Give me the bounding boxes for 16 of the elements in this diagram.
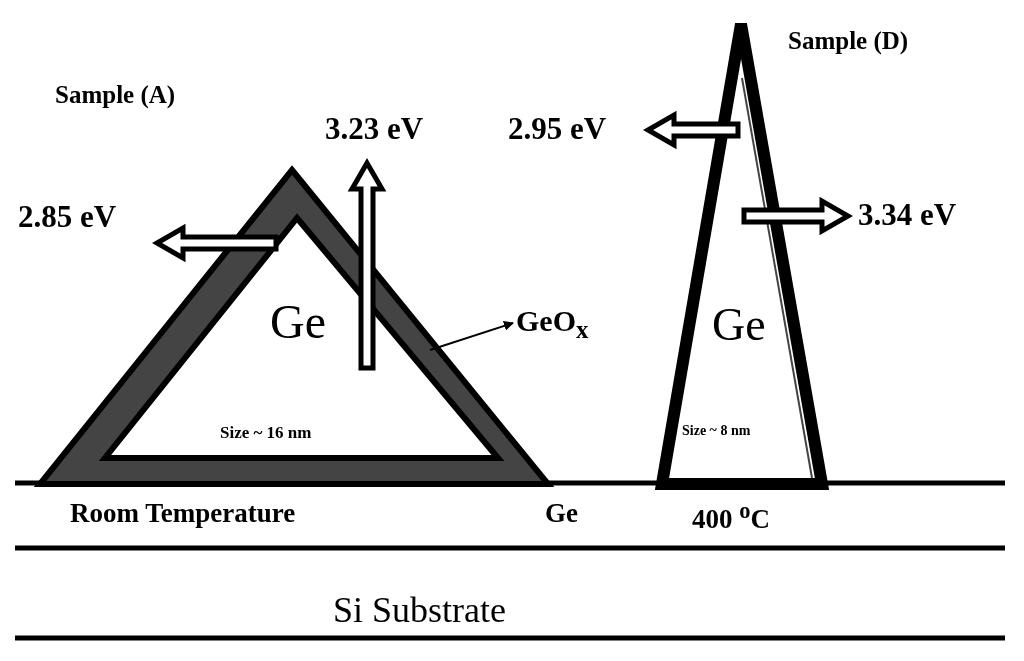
material-label: Ge [712, 302, 766, 348]
material-label: Ge [270, 298, 326, 346]
material-label: GeO$_{x}$ [516, 306, 589, 342]
energy-label: 3.34 eV [858, 199, 957, 230]
sample-title: Sample (D) [788, 28, 909, 53]
leader-line [429, 321, 514, 351]
layer-label: Ge [545, 500, 578, 527]
condition-label: 400 $^{o}$C [692, 500, 770, 533]
substrate-label: Si Substrate [333, 592, 506, 628]
energy-label: 2.85 eV [18, 201, 117, 232]
condition-label: Room Temperature [70, 500, 296, 527]
sample-title: Sample (A) [55, 82, 176, 107]
energy-label: 3.23 eV [325, 113, 424, 144]
energy-label: 2.95 eV [508, 113, 607, 144]
size-label: Size ~ 8 nm [682, 424, 751, 438]
size-label: Size ~ 16 nm [220, 424, 312, 441]
